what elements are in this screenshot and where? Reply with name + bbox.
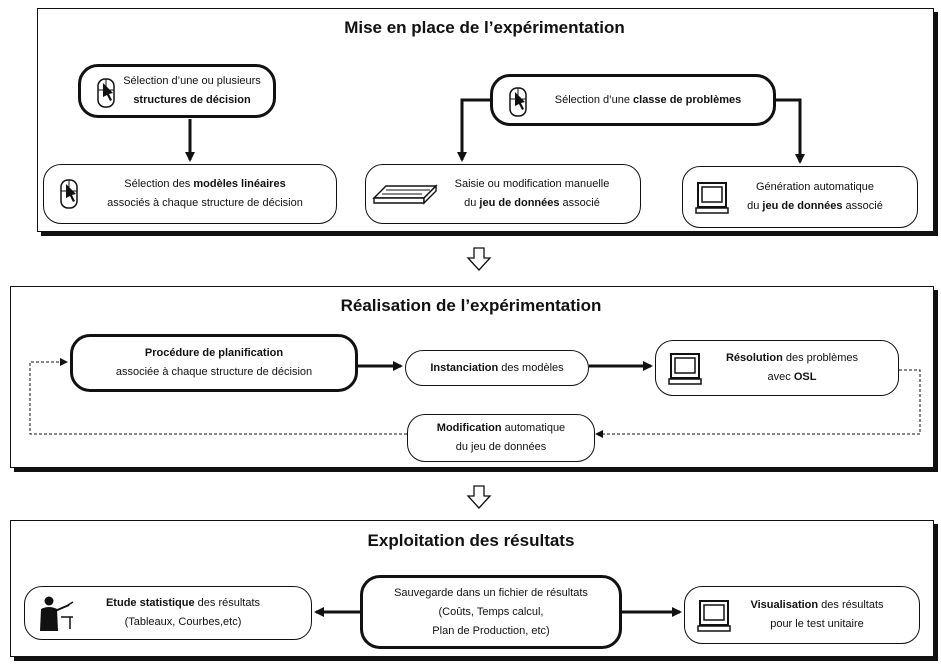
panel-exploitation-title: Exploitation des résultats	[367, 531, 575, 550]
node-selection-modeles[interactable]: Sélection des modèles linéaires associés…	[43, 164, 337, 224]
node-instanciation-modeles-text: Instanciation des modèles	[430, 361, 564, 374]
node-saisie-donnees[interactable]: Saisie ou modification manuelle du jeu d…	[365, 164, 641, 224]
mouse-icon	[509, 87, 527, 117]
node-generation-donnees[interactable]: Génération automatique du jeu de données…	[682, 166, 918, 228]
presenter-icon	[40, 596, 74, 631]
node-sauvegarde-fichier-text: Sauvegarde dans un fichier de résultats …	[394, 586, 588, 637]
node-saisie-donnees-text: Saisie ou modification manuelle du jeu d…	[454, 178, 610, 209]
node-selection-modeles-text: Sélection des modèles linéaires associés…	[107, 178, 303, 209]
panel-setup-title: Mise en place de l’expérimentation	[344, 18, 625, 37]
node-resolution-problemes[interactable]: Résolution des problèmes avec OSL	[655, 340, 899, 396]
node-resolution-problemes-text: Résolution des problèmes avec OSL	[725, 352, 859, 383]
computer-icon	[697, 600, 731, 632]
node-sauvegarde-fichier[interactable]: Sauvegarde dans un fichier de résultats …	[360, 575, 622, 649]
node-etude-statistique[interactable]: Etude statistique des résultats (Tableau…	[24, 586, 312, 640]
down-arrow-1	[466, 247, 492, 271]
node-selection-structures-text: Sélection d’une ou plusieurs structures …	[123, 75, 261, 106]
node-instanciation-modeles[interactable]: Instanciation des modèles	[405, 350, 589, 386]
mouse-icon	[97, 78, 115, 108]
node-generation-donnees-text: Génération automatique du jeu de données…	[747, 181, 883, 212]
mouse-icon	[60, 179, 78, 209]
down-arrow-2	[466, 485, 492, 509]
node-selection-classe-text: Sélection d’une classe de problèmes	[554, 93, 742, 106]
node-selection-classe[interactable]: Sélection d’une classe de problèmes	[490, 74, 776, 126]
node-modification-automatique-text: Modification automatique du jeu de donné…	[436, 422, 566, 453]
node-procedure-planification-text: Procédure de planification associée à ch…	[115, 347, 313, 378]
computer-icon	[695, 182, 729, 214]
keyboard-icon	[372, 184, 438, 205]
panel-realisation-title: Réalisation de l’expérimentation	[340, 296, 602, 315]
node-visualisation-resultats[interactable]: Visualisation des résultats pour le test…	[684, 586, 920, 644]
node-selection-structures[interactable]: Sélection d’une ou plusieurs structures …	[78, 64, 276, 118]
node-visualisation-resultats-text: Visualisation des résultats pour le test…	[750, 599, 884, 630]
node-etude-statistique-text: Etude statistique des résultats (Tableau…	[105, 597, 261, 628]
node-procedure-planification[interactable]: Procédure de planification associée à ch…	[70, 334, 358, 392]
node-modification-automatique[interactable]: Modification automatique du jeu de donné…	[407, 414, 595, 462]
